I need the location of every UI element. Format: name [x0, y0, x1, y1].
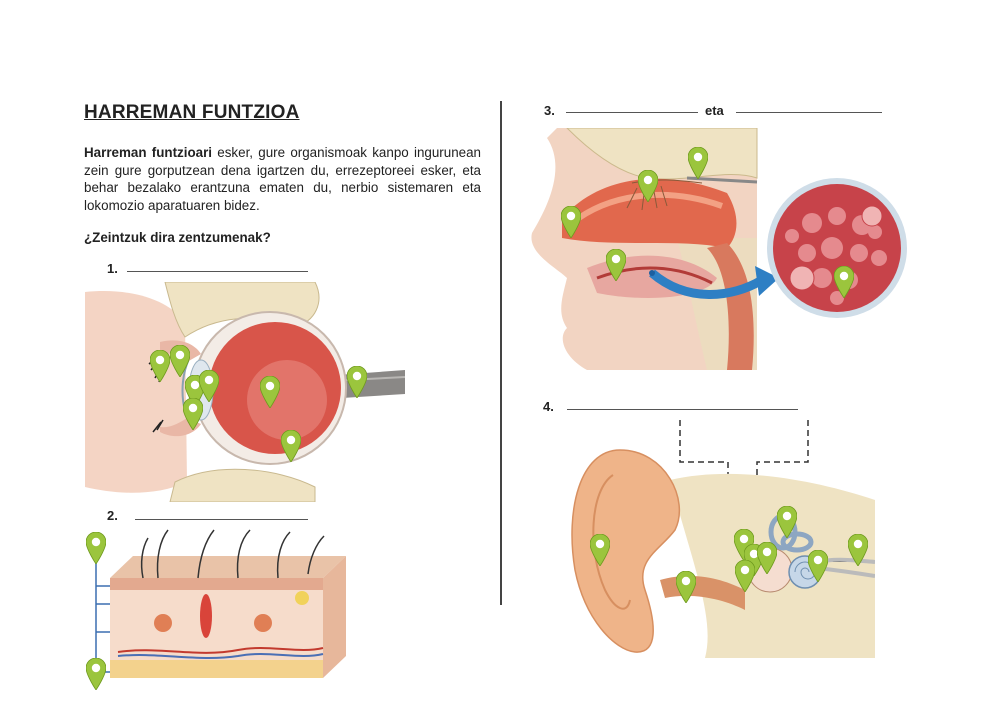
map-pin-icon[interactable]	[834, 266, 854, 298]
map-pin-icon[interactable]	[676, 571, 696, 603]
map-pin-icon[interactable]	[170, 345, 190, 377]
map-pin-icon[interactable]	[281, 430, 301, 462]
map-pin-icon[interactable]	[183, 398, 203, 430]
question-heading: ¿Zeintzuk dira zentzumenak?	[84, 230, 271, 245]
map-pin-icon[interactable]	[590, 534, 610, 566]
item-4-number: 4.	[543, 399, 554, 414]
map-pin-icon[interactable]	[777, 506, 797, 538]
ear-figure	[571, 420, 875, 658]
map-pin-icon[interactable]	[638, 170, 658, 202]
item-4-answer-line[interactable]	[567, 409, 798, 410]
map-pin-icon[interactable]	[688, 147, 708, 179]
intro-text: esker, gure organismoak kanpo ingurunean…	[84, 145, 481, 213]
item-3-answer-line-b[interactable]	[736, 112, 882, 113]
item-2-number: 2.	[107, 508, 118, 523]
map-pin-icon[interactable]	[848, 534, 868, 566]
column-divider	[500, 101, 502, 605]
map-pin-icon[interactable]	[606, 249, 626, 281]
item-1-answer-line[interactable]	[127, 271, 308, 272]
map-pin-icon[interactable]	[757, 542, 777, 574]
map-pin-icon[interactable]	[347, 366, 367, 398]
skin-figure	[95, 529, 346, 680]
map-pin-icon[interactable]	[260, 376, 280, 408]
map-pin-icon[interactable]	[735, 560, 755, 592]
page-title: HARREMAN FUNTZIOA	[84, 102, 300, 123]
map-pin-icon[interactable]	[808, 550, 828, 582]
map-pin-icon[interactable]	[150, 350, 170, 382]
intro-paragraph: Harreman funtzioari esker, gure organism…	[84, 144, 481, 214]
item-3-number: 3.	[544, 103, 555, 118]
item-1-number: 1.	[107, 261, 118, 276]
nose-figure	[531, 128, 907, 370]
item-2-answer-line[interactable]	[135, 519, 308, 520]
eye-figure	[75, 282, 405, 502]
map-pin-icon[interactable]	[561, 206, 581, 238]
item-3-connector: eta	[705, 103, 724, 118]
map-pin-icon[interactable]	[86, 658, 106, 690]
item-3-answer-line-a[interactable]	[566, 112, 698, 113]
intro-bold-lead: Harreman funtzioari	[84, 145, 213, 160]
map-pin-icon[interactable]	[86, 532, 106, 564]
